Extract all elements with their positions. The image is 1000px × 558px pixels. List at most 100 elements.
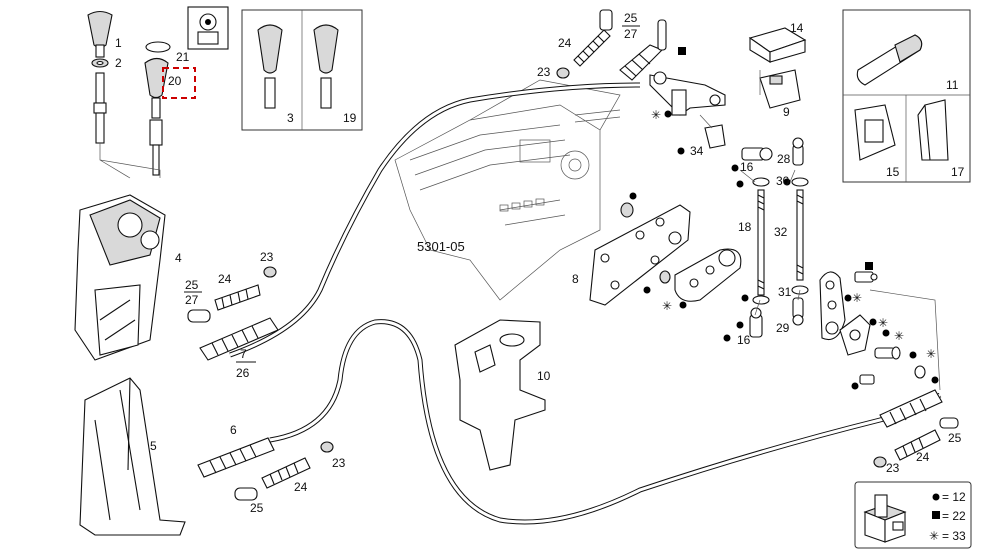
label-11: 11 [946, 78, 959, 92]
star-marker: ✳ [651, 108, 661, 122]
bushing-right [914, 365, 926, 379]
gear-knob-20 [144, 57, 169, 176]
bolt-right-2 [859, 374, 875, 385]
clip-34 [704, 124, 726, 149]
pin-right [874, 346, 901, 360]
label-27-left: 27 [185, 293, 199, 307]
seal-21 [145, 41, 171, 53]
label-1: 1 [115, 36, 122, 50]
label-23-left-upper: 23 [260, 250, 274, 264]
star-marker: ✳ [926, 347, 936, 361]
marker-squares [678, 47, 940, 519]
label-9: 9 [783, 105, 790, 119]
star-marker: ✳ [852, 291, 862, 305]
label-28: 28 [777, 152, 791, 166]
nut-top [620, 202, 634, 218]
label-5: 5 [150, 439, 157, 453]
legend-illustration [863, 494, 907, 543]
legend-star-text: = 33 [942, 529, 966, 543]
label-31: 31 [778, 285, 792, 299]
spring-24-left-upper [214, 284, 261, 311]
bracket-9 [759, 69, 801, 109]
label-20: 20 [168, 74, 182, 88]
nut-mid [659, 270, 671, 284]
label-15: 15 [886, 165, 900, 179]
spring-24-left-lower [261, 457, 311, 489]
ball-joint-16-top [741, 147, 773, 161]
upper-cable [229, 82, 641, 358]
bracket-plate-right [839, 314, 871, 356]
label-8: 8 [572, 272, 579, 286]
lower-cable [269, 319, 942, 525]
cap-25-left-lower [234, 487, 258, 501]
bracket-14 [748, 27, 807, 63]
angle-17 [917, 99, 949, 161]
label-3: 3 [287, 111, 294, 125]
bracket-5 [79, 377, 186, 536]
mounting-plate-8 [589, 204, 691, 306]
label-34: 34 [690, 144, 704, 158]
collar-2 [91, 58, 109, 68]
label-24-left-lower: 24 [294, 480, 308, 494]
bracket-10 [454, 319, 546, 471]
label-23-right: 23 [886, 461, 900, 475]
label-25-left-lower: 25 [250, 501, 264, 515]
legend-circle-text: = 12 [942, 490, 966, 504]
label-7: 7 [240, 347, 247, 361]
label-23-top: 23 [537, 65, 551, 79]
nut-23-left-lower [320, 441, 334, 453]
label-25-top: 25 [624, 11, 638, 25]
highlight-bracket-20 [162, 67, 196, 99]
gearbox-housing [394, 79, 621, 301]
label-21: 21 [176, 50, 190, 64]
star-marker: ✳ [929, 529, 939, 543]
label-27-top: 27 [624, 27, 638, 41]
label-2: 2 [115, 56, 122, 70]
cap-27-top [657, 19, 667, 51]
label-6: 6 [230, 423, 237, 437]
sleeve-right [879, 389, 943, 428]
nut-23-left-upper [263, 266, 277, 278]
cap-25-left-upper [187, 309, 211, 323]
label-25-left: 25 [185, 278, 199, 292]
label-4: 4 [175, 251, 182, 265]
ball-joint-29 [792, 297, 804, 326]
label-29: 29 [776, 321, 790, 335]
sleeve-6 [197, 437, 275, 478]
rod-18 [752, 177, 770, 305]
nut-23-right [873, 456, 887, 468]
shift-lever-plate [674, 248, 742, 302]
ball-joint-28 [792, 137, 804, 166]
knob-detail-box [187, 6, 229, 50]
cap-25-right [939, 417, 959, 429]
label-10: 10 [537, 369, 551, 383]
label-16-top: 16 [740, 160, 754, 174]
lever-shaft-top [93, 72, 107, 144]
selector-lever [649, 71, 726, 116]
nut-23-top [556, 67, 570, 79]
star-marker: ✳ [878, 316, 888, 330]
label-26: 26 [236, 366, 250, 380]
ball-joint-16-bottom [749, 307, 763, 338]
legend-square-text: = 22 [942, 509, 966, 523]
label-23-left-lower: 23 [332, 456, 346, 470]
part-labels: 5301-05 1 2 20 21 3 19 4 5 6 7 26 25 27 … [115, 11, 965, 515]
star-marker: ✳ [894, 329, 904, 343]
rod-32 [791, 177, 809, 295]
knob-19 [313, 24, 339, 109]
gear-knob-1 [87, 10, 113, 58]
label-14: 14 [790, 21, 804, 35]
knob-3 [257, 24, 283, 109]
relay-lever-right [819, 271, 846, 341]
bolt-right-1 [854, 271, 878, 283]
cap-25-top [599, 9, 613, 31]
label-16-bottom: 16 [737, 333, 751, 347]
label-30: 30 [776, 174, 790, 188]
shift-housing-4 [74, 194, 166, 361]
spring-24-top [573, 29, 611, 67]
marker-stars: ✳ ✳ ✳ ✳ ✳ ✳ ✳ [651, 108, 939, 543]
label-24-top: 24 [558, 36, 572, 50]
spring-24-right [894, 429, 941, 461]
label-19: 19 [343, 111, 357, 125]
